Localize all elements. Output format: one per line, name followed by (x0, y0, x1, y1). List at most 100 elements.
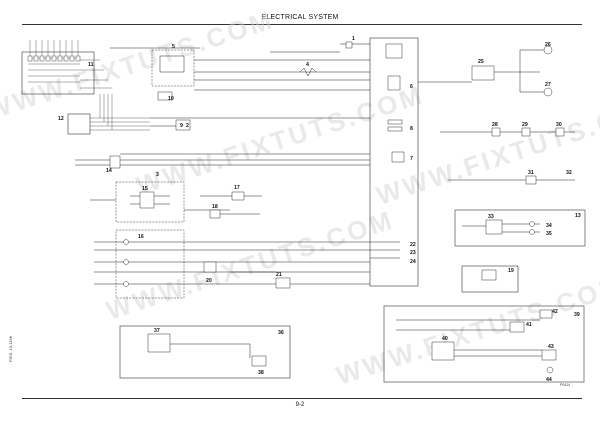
fuse-8b (387, 126, 403, 132)
callout-20: 20 (206, 278, 212, 284)
callout-13: 13 (575, 213, 581, 219)
connector-4-zigzag (299, 67, 317, 77)
callout-numbers: 1 2 3 4 5 6 7 8 9 10 11 12 13 14 15 16 1… (58, 36, 581, 383)
left-harness (67, 94, 370, 169)
relay-5-frame (151, 49, 195, 87)
group-36 (119, 325, 291, 379)
main-junction-box (345, 37, 419, 287)
fuse-8a (387, 119, 403, 125)
lamp-42 (539, 309, 553, 319)
ground-44 (546, 366, 554, 374)
callout-27: 27 (545, 82, 551, 88)
component-20-body (203, 261, 217, 273)
component-21-body (275, 277, 291, 289)
relay-6-body (387, 75, 401, 91)
callout-16: 16 (138, 234, 144, 240)
callout-39: 39 (574, 312, 580, 318)
component-18-body (209, 209, 221, 219)
right-upper-units (418, 45, 575, 185)
relay-3-body (385, 43, 403, 59)
callout-19: 19 (508, 268, 514, 274)
page-title: ELECTRICAL SYSTEM (261, 14, 339, 21)
callout-29: 29 (522, 122, 528, 128)
callout-7: 7 (410, 156, 413, 162)
connector-37-body (147, 333, 171, 353)
component-43-body (541, 349, 557, 361)
callout-11: 11 (88, 62, 94, 68)
callout-5: 5 (172, 44, 175, 50)
switch-30 (555, 127, 565, 137)
switch-28 (491, 127, 501, 137)
header-rule (22, 24, 582, 25)
callout-32: 32 (566, 170, 572, 176)
callout-31: 31 (528, 170, 534, 176)
group-15-frame (115, 181, 185, 223)
callout-33: 33 (488, 214, 494, 220)
callout-8: 8 (410, 126, 413, 132)
group-19 (461, 265, 519, 293)
component-17-body (231, 191, 245, 201)
group-16 (94, 229, 370, 299)
fuse-block-frame (21, 51, 95, 95)
callout-21: 21 (276, 272, 282, 278)
junction-box-frame (369, 37, 419, 287)
callout-1: 1 (352, 36, 355, 42)
callout-35: 35 (546, 231, 552, 237)
callout-15: 15 (142, 186, 148, 192)
watermark-4: WWW.FIXTUTS.COM (103, 204, 398, 325)
callout-9: 9 (180, 123, 183, 129)
callout-34: 34 (546, 223, 552, 229)
callout-36: 36 (278, 330, 284, 336)
callout-2: 2 (186, 123, 189, 129)
component-14-body (109, 155, 121, 169)
group-36-frame (119, 325, 291, 379)
group-39-frame (383, 305, 585, 383)
callout-43: 43 (548, 344, 554, 350)
callout-41: 41 (526, 322, 532, 328)
unit-25-body (471, 65, 495, 81)
fuse-block (21, 40, 112, 95)
component-41-body (509, 321, 525, 333)
group-16-frame (115, 229, 185, 299)
callout-40: 40 (442, 336, 448, 342)
footer-rule (22, 398, 582, 399)
switch-29 (521, 127, 531, 137)
callout-6: 6 (410, 84, 413, 90)
relay-33-body (485, 219, 503, 235)
connector-12-frame (67, 113, 91, 135)
module-40-body (431, 341, 455, 361)
callout-18: 18 (212, 204, 218, 210)
callout-42: 42 (552, 309, 558, 315)
callout-3: 3 (156, 172, 159, 178)
callout-17: 17 (234, 185, 240, 191)
lamp-27 (543, 87, 553, 97)
group-15 (90, 181, 262, 223)
callout-38: 38 (258, 370, 264, 376)
group-39 (383, 305, 585, 383)
relay-9-body (175, 119, 191, 131)
callout-4: 4 (306, 62, 309, 68)
callout-30: 30 (556, 122, 562, 128)
callout-22: 22 (410, 242, 416, 248)
component-38-body (251, 355, 267, 367)
relay-area (110, 43, 370, 131)
callout-37: 37 (154, 328, 160, 334)
watermark-1: WWW.FIXTUTS.COM (0, 4, 278, 125)
group-13 (454, 209, 586, 247)
component-15-body (139, 191, 155, 209)
callout-12: 12 (58, 116, 64, 122)
callout-24: 24 (410, 259, 416, 265)
callout-44: 44 (546, 377, 552, 383)
group-19-frame (461, 265, 519, 293)
page-number: 9-2 (295, 402, 305, 408)
relay-19-body (481, 269, 497, 281)
group-13-frame (454, 209, 586, 247)
callout-28: 28 (492, 122, 498, 128)
callout-25: 25 (478, 59, 484, 65)
component-31 (525, 175, 537, 185)
callout-14: 14 (106, 168, 112, 174)
relay-10-body (157, 91, 173, 101)
callout-26: 26 (545, 42, 551, 48)
